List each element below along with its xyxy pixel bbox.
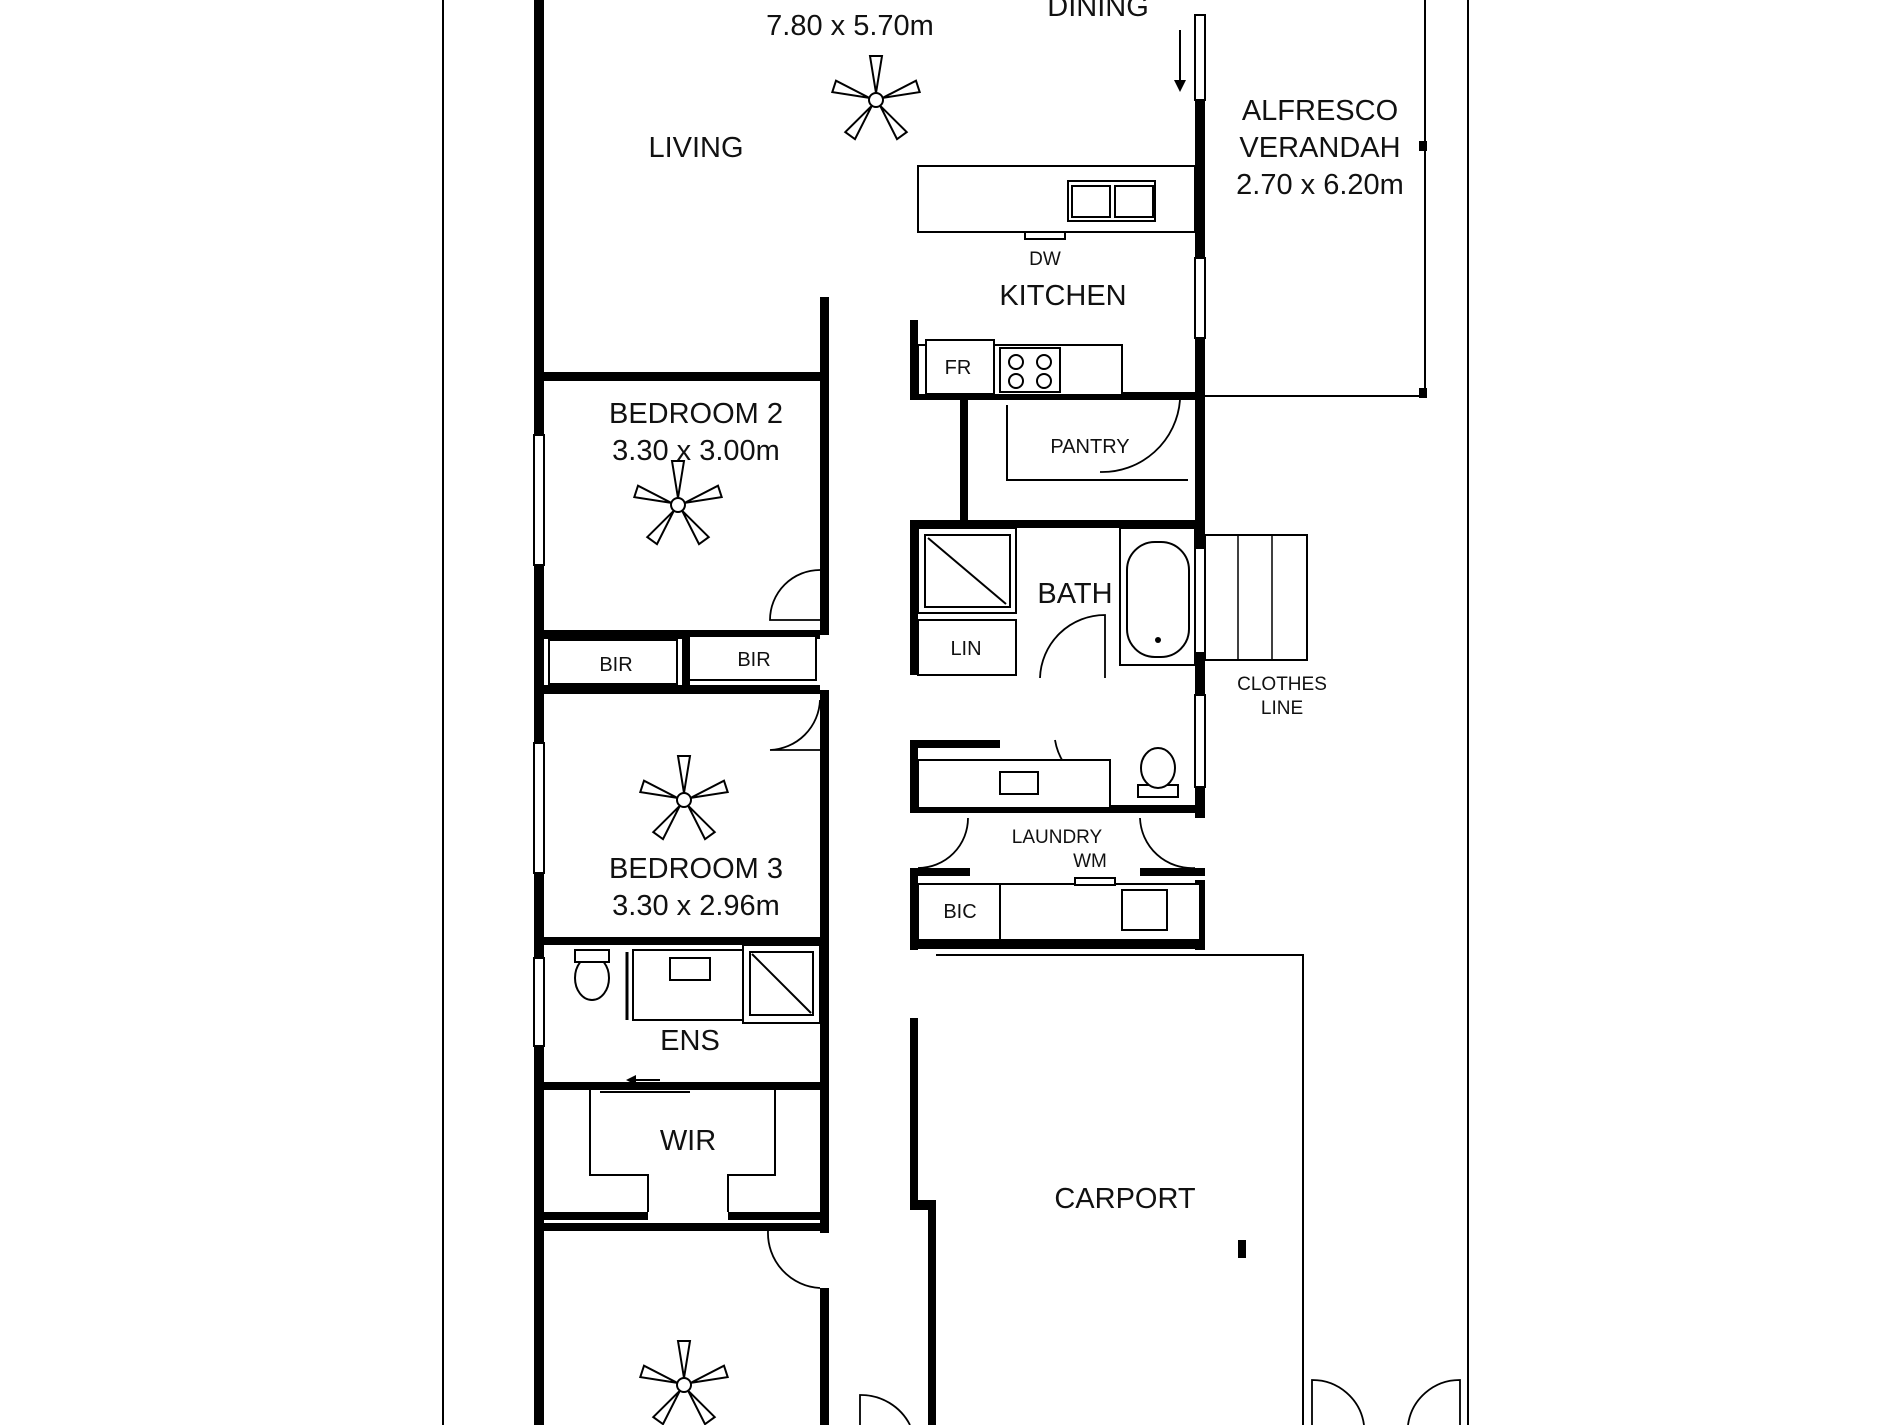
site-boundary: [442, 0, 1469, 1425]
bedroom2-door: [769, 569, 821, 621]
laundry-fixtures: [917, 817, 1201, 941]
alfresco-outline: [1205, 0, 1427, 398]
clothes-line-label-1: CLOTHES: [1237, 674, 1327, 695]
ceiling-fan-icon: [640, 1341, 727, 1424]
walls: [534, 0, 1205, 1425]
kitchen-bench: [917, 339, 1123, 396]
ensuite-fixtures: [574, 944, 821, 1024]
wir-label: WIR: [660, 1125, 716, 1157]
wir-robes: [589, 1090, 776, 1212]
washing-machine-label: WM: [1073, 851, 1107, 872]
bath-fixtures: [917, 527, 1196, 676]
dining-label: DINING: [1047, 0, 1149, 23]
clothes-line: [1204, 534, 1308, 661]
fridge-label: FR: [945, 357, 972, 379]
bic-label: BIC: [943, 901, 976, 923]
bath-door: [1039, 614, 1106, 679]
alfresco-label-line2: VERANDAH: [1239, 132, 1400, 164]
bir-label-2: BIR: [737, 649, 770, 671]
master-bedroom-door: [767, 1230, 821, 1289]
pantry: [1006, 399, 1188, 481]
pantry-label: PANTRY: [1050, 436, 1129, 458]
laundry-label: LAUNDRY: [1012, 827, 1103, 848]
living-dining-dims: 7.80 x 5.70m: [766, 10, 934, 42]
kitchen-island: [917, 165, 1196, 240]
alfresco-label-line1: ALFRESCO: [1242, 95, 1398, 127]
sliding-door-arrow-icon: [1174, 30, 1186, 92]
kitchen-label: KITCHEN: [999, 280, 1126, 312]
living-label: LIVING: [648, 132, 743, 164]
wc-fixtures: [917, 747, 1179, 809]
ceiling-fan-icon: [832, 56, 919, 139]
alfresco-dims: 2.70 x 6.20m: [1236, 169, 1404, 201]
carport-outline: [936, 954, 1461, 1425]
ceiling-fan-icon: [634, 461, 721, 544]
bedroom2-dims: 3.30 x 3.00m: [612, 435, 780, 467]
clothes-line-label-2: LINE: [1261, 698, 1303, 719]
windows: [533, 14, 1206, 1047]
bir-label-1: BIR: [599, 654, 632, 676]
linen-label: LIN: [950, 638, 981, 660]
carport-label: CARPORT: [1054, 1183, 1196, 1215]
bedroom2-label: BEDROOM 2: [609, 398, 783, 430]
bedroom3-dims: 3.30 x 2.96m: [612, 890, 780, 922]
ensuite-label: ENS: [660, 1025, 720, 1057]
entry-door: [859, 1394, 911, 1425]
sliding-door-arrow-icon: [600, 1075, 690, 1093]
bedroom3-label: BEDROOM 3: [609, 853, 783, 885]
ceiling-fan-icon: [640, 756, 727, 839]
built-in-robes: [548, 630, 817, 685]
dishwasher-label: DW: [1029, 249, 1061, 270]
bath-label: BATH: [1037, 578, 1112, 610]
bedroom3-door: [769, 699, 821, 751]
